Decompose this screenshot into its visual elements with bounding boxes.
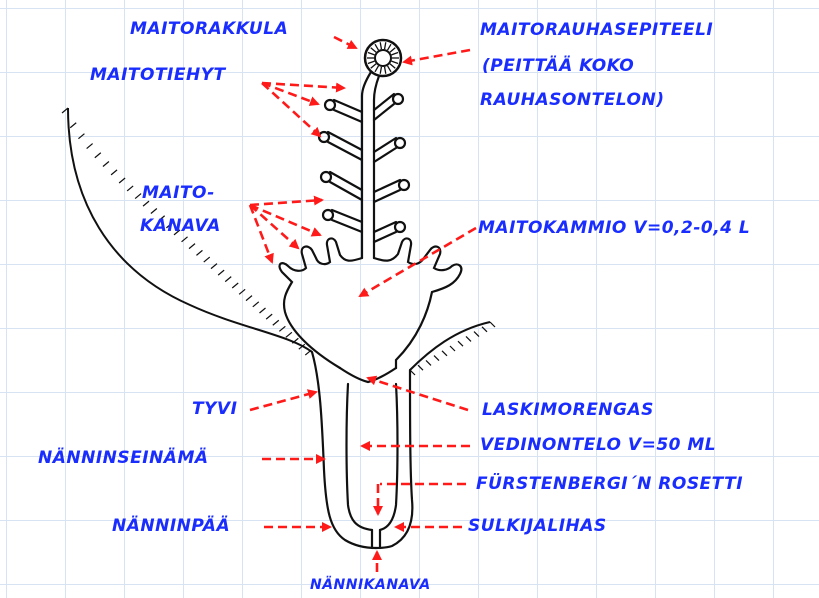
label-maitorauhasepiteeli-line3: RAUHASONTELON) bbox=[480, 92, 664, 109]
label-maitokanava-line1: MAITO- bbox=[142, 185, 215, 202]
label-maitorakkula: MAITORAKKULA bbox=[130, 21, 288, 38]
arrow-maitotiehyt-1 bbox=[262, 83, 344, 88]
label-maitokammio: MAITOKAMMIO V=0,2-0,4 L bbox=[478, 220, 750, 237]
arrow-maitorakkula bbox=[334, 37, 356, 48]
label-maitotiehyt: MAITOTIEHYT bbox=[90, 67, 226, 84]
arrow-maitokanava-1 bbox=[250, 200, 322, 205]
label-nanninseinama: NÄNNINSEINÄMÄ bbox=[38, 450, 209, 467]
arrow-tyvi bbox=[250, 392, 316, 410]
duct-system bbox=[280, 72, 462, 548]
label-maitorauhasepiteeli-line2: (PEITTÄÄ KOKO bbox=[482, 58, 634, 75]
alveolus-shape bbox=[365, 40, 401, 76]
label-maitorauhasepiteeli-line1: MAITORAUHASEPITEELI bbox=[480, 22, 713, 39]
label-tyvi: TYVI bbox=[192, 401, 237, 418]
arrow-laskimorengas bbox=[368, 378, 468, 410]
label-furstenberg: FÜRSTENBERGI´N ROSETTI bbox=[476, 476, 743, 493]
skin-hair-right bbox=[410, 322, 495, 375]
label-vedinontelo: VEDINONTELO V=50 ML bbox=[480, 437, 716, 454]
arrow-maitotiehyt-3 bbox=[262, 83, 320, 136]
label-sulkijalihas: SULKIJALIHAS bbox=[468, 518, 607, 535]
arrow-maitokanava-2 bbox=[250, 205, 320, 235]
label-nannikanava: NÄNNIKANAVA bbox=[310, 578, 431, 592]
arrow-maitorauhasepiteeli bbox=[404, 50, 470, 62]
arrow-maitokammio bbox=[360, 228, 476, 296]
label-laskimorengas: LASKIMORENGAS bbox=[482, 402, 654, 419]
label-maitokanava-line2: KANAVA bbox=[140, 218, 221, 235]
label-nanninpaa: NÄNNINPÄÄ bbox=[112, 518, 230, 535]
